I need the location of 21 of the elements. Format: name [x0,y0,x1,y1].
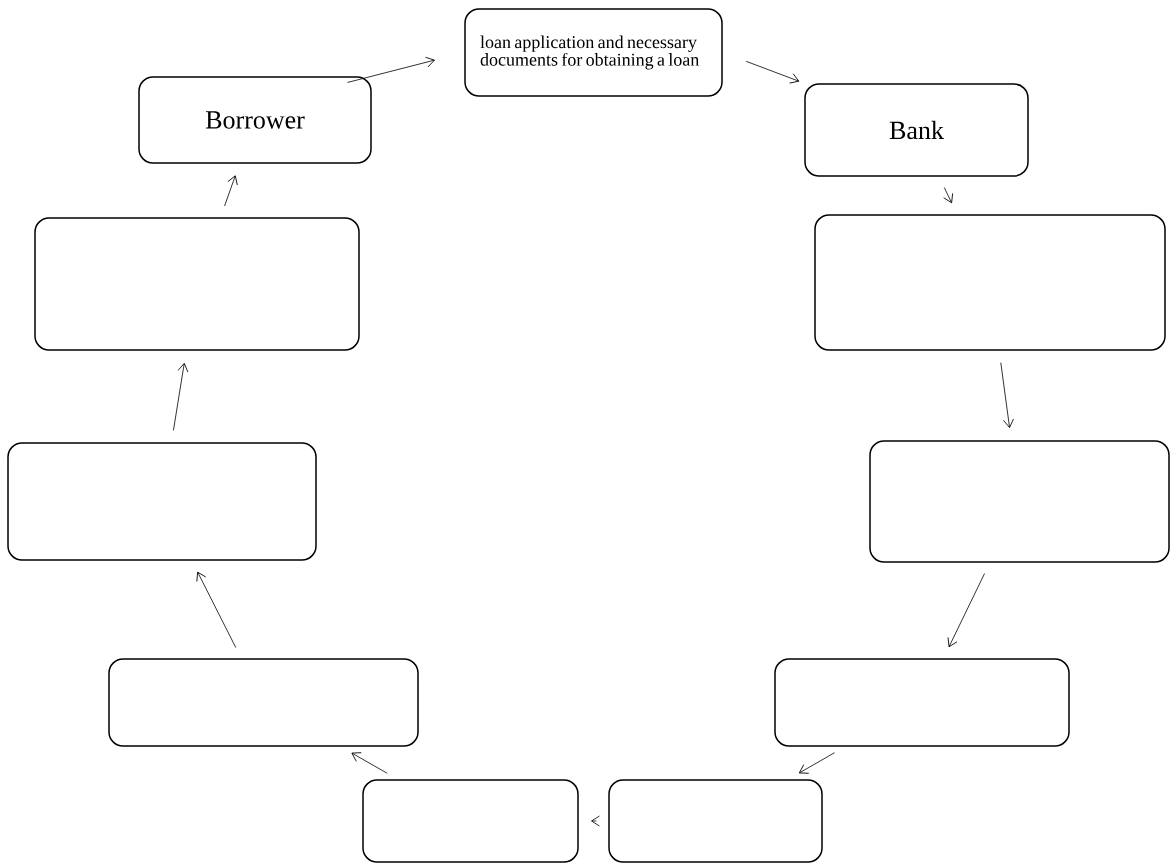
empty-box [814,214,1166,351]
arrow [745,60,800,84]
arrow [947,573,985,648]
text-box: loan application and necessary documents for obtaining a loan [464,8,723,97]
arrow [943,187,954,204]
empty-box [362,779,579,863]
labeled-box: Bank [804,83,1029,177]
arrow [351,752,388,774]
arrow [798,752,835,774]
empty-box [608,779,823,863]
empty-box [774,658,1070,747]
empty-box [7,442,317,561]
arrow [224,175,238,207]
empty-box [34,217,360,351]
empty-box [869,440,1170,563]
arrow [173,362,189,431]
empty-box [108,658,419,747]
arrow [196,571,237,648]
arrow [1000,362,1014,428]
arrow [347,56,435,83]
labeled-box: Borrower [138,76,372,164]
